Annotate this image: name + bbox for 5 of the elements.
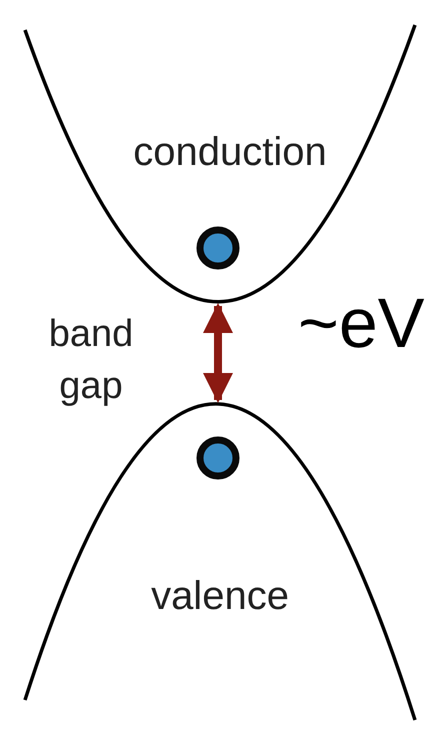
energy-label: ~eV [298,284,424,362]
gap-label: band gap [48,313,134,407]
band-label: valence [151,574,289,618]
double-arrow [203,303,233,403]
band-label: conduction [133,130,327,174]
